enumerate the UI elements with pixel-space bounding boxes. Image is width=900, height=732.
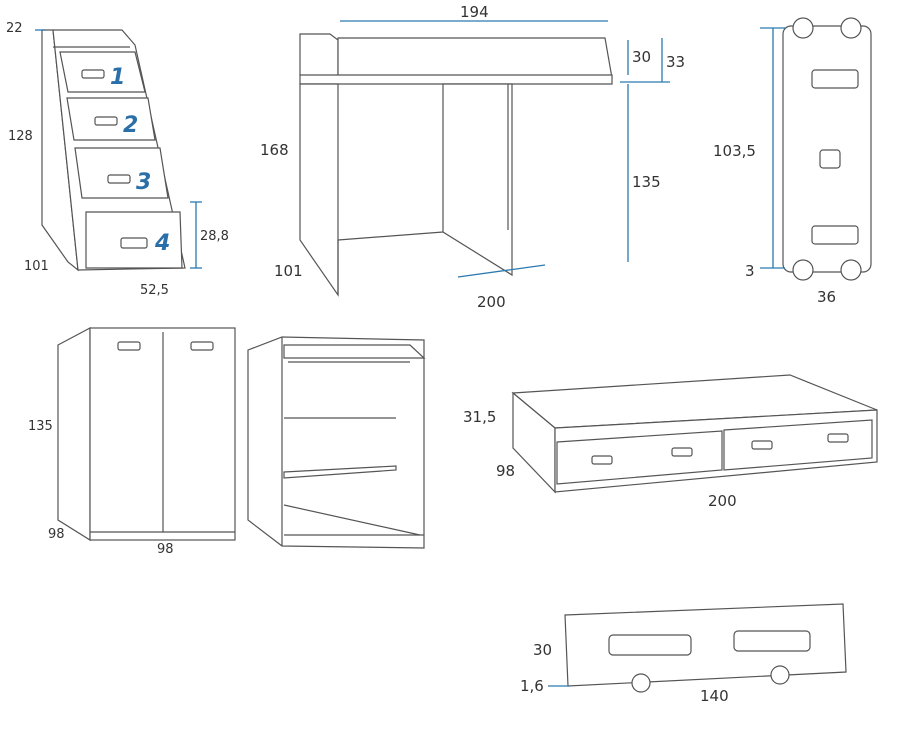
desk-shelf-label: 30 (632, 48, 651, 66)
ladder-unit: 103,5 3 36 (713, 17, 872, 306)
step-number-1: 1 (110, 65, 125, 90)
wardrobe-width-label: 98 (157, 542, 174, 557)
step-number-4: 4 (154, 231, 170, 256)
ladder-width-label: 36 (817, 288, 836, 306)
trundle-drawer-unit: 31,5 98 200 (463, 374, 878, 510)
panel-height-label: 30 (533, 641, 552, 659)
stair-unit: 1 2 3 4 22 128 101 52,5 28,8 (6, 21, 229, 298)
stairs-drawer-height-label: 28,8 (200, 229, 229, 244)
stairs-top-label: 22 (6, 21, 23, 36)
desk-depth-label: 101 (274, 262, 303, 280)
ladder-height-label: 103,5 (713, 142, 756, 160)
desk-top-width-label: 194 (460, 3, 489, 21)
stairs-depth-label: 101 (24, 259, 49, 274)
desk-height-label: 168 (260, 141, 289, 159)
step-number-2: 2 (123, 113, 138, 138)
desk-leg-height-label: 135 (632, 173, 661, 191)
panel-width-label: 140 (700, 687, 729, 705)
trundle-depth-label: 98 (496, 462, 515, 480)
stairs-height-label: 128 (8, 129, 33, 144)
wardrobe-closed: 135 98 98 (28, 327, 236, 557)
ladder-bottom-label: 3 (745, 262, 755, 280)
desk-shelf-total-label: 33 (666, 53, 685, 71)
stairs-width-label: 52,5 (140, 283, 169, 298)
desk-width-label: 200 (477, 293, 506, 311)
trundle-width-label: 200 (708, 492, 737, 510)
step-number-3: 3 (136, 170, 151, 195)
wardrobe-depth-label: 98 (48, 527, 65, 542)
panel-offset-label: 1,6 (520, 677, 544, 695)
headboard-panel: 30 1,6 140 (520, 603, 847, 705)
wardrobe-open (247, 336, 426, 549)
desk-unit: 194 30 33 168 135 101 200 (260, 3, 685, 311)
trundle-height-label: 31,5 (463, 408, 496, 426)
wardrobe-height-label: 135 (28, 419, 53, 434)
